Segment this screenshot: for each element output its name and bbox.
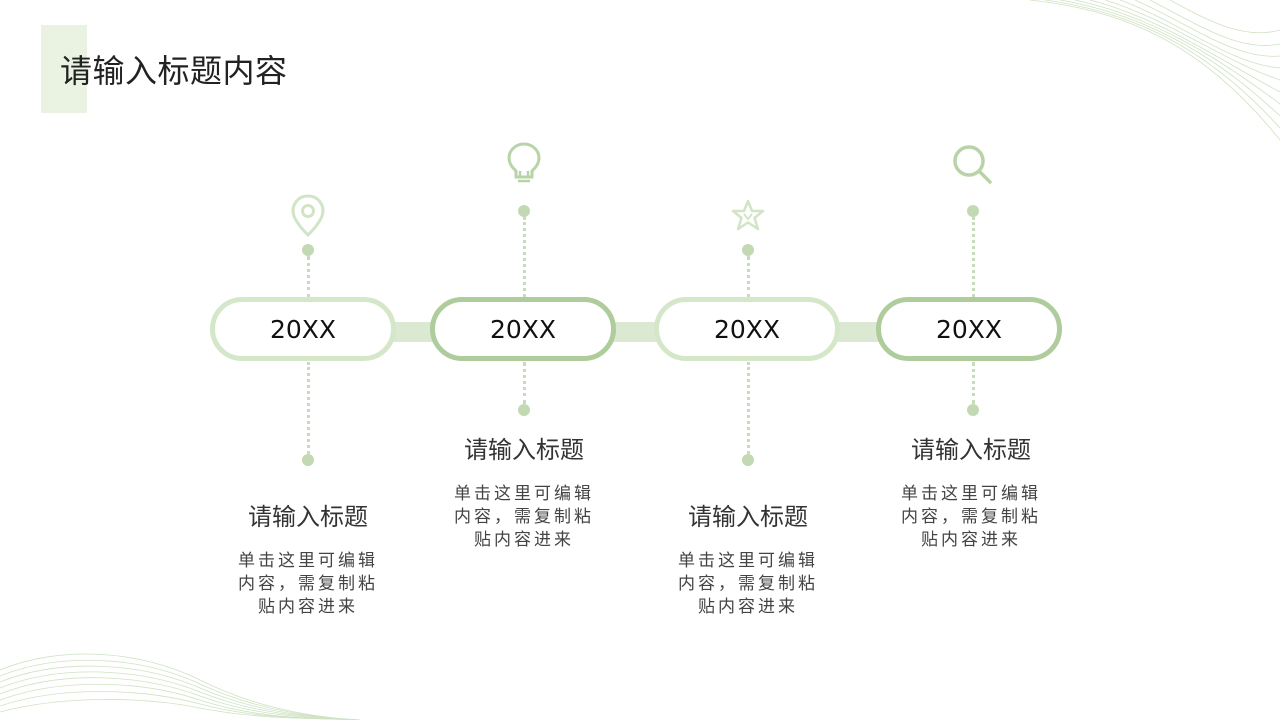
item-title: 请输入标题 [688, 503, 808, 531]
search-icon [953, 145, 992, 184]
location-pin-icon [291, 194, 325, 238]
timeline-dot [742, 244, 754, 256]
timeline-dot [742, 454, 754, 466]
connector-line [307, 256, 310, 298]
connector-line [523, 217, 526, 297]
connector-line [307, 362, 310, 454]
page-title: 请输入标题内容 [60, 52, 288, 90]
title-accent-bar [41, 25, 87, 113]
year-pill: 20XX [210, 297, 396, 361]
lightbulb-icon [507, 142, 541, 183]
connector-line [972, 362, 975, 404]
connector-line [523, 362, 526, 404]
year-pill: 20XX [430, 297, 616, 361]
wave-decoration-bottom-left [0, 653, 360, 720]
star-icon [731, 199, 765, 231]
connector-line [972, 217, 975, 297]
item-title: 请输入标题 [464, 436, 584, 464]
year-pill: 20XX [876, 297, 1062, 361]
item-description: 单击这里可编辑内容，需复制粘贴内容进来 [238, 551, 378, 617]
item-description: 单击这里可编辑内容，需复制粘贴内容进来 [454, 484, 594, 550]
item-title: 请输入标题 [248, 503, 368, 531]
item-title: 请输入标题 [911, 436, 1031, 464]
timeline-dot [967, 404, 979, 416]
timeline-dot [518, 205, 530, 217]
timeline-dot [302, 244, 314, 256]
timeline-dot [518, 404, 530, 416]
timeline-dot [967, 205, 979, 217]
connector-line [747, 362, 750, 454]
item-description: 单击这里可编辑内容，需复制粘贴内容进来 [678, 551, 818, 617]
connector-line [747, 256, 750, 298]
year-pill: 20XX [654, 297, 840, 361]
timeline-dot [302, 454, 314, 466]
wave-decoration-top-right [1029, 0, 1280, 141]
item-description: 单击这里可编辑内容，需复制粘贴内容进来 [901, 484, 1041, 550]
